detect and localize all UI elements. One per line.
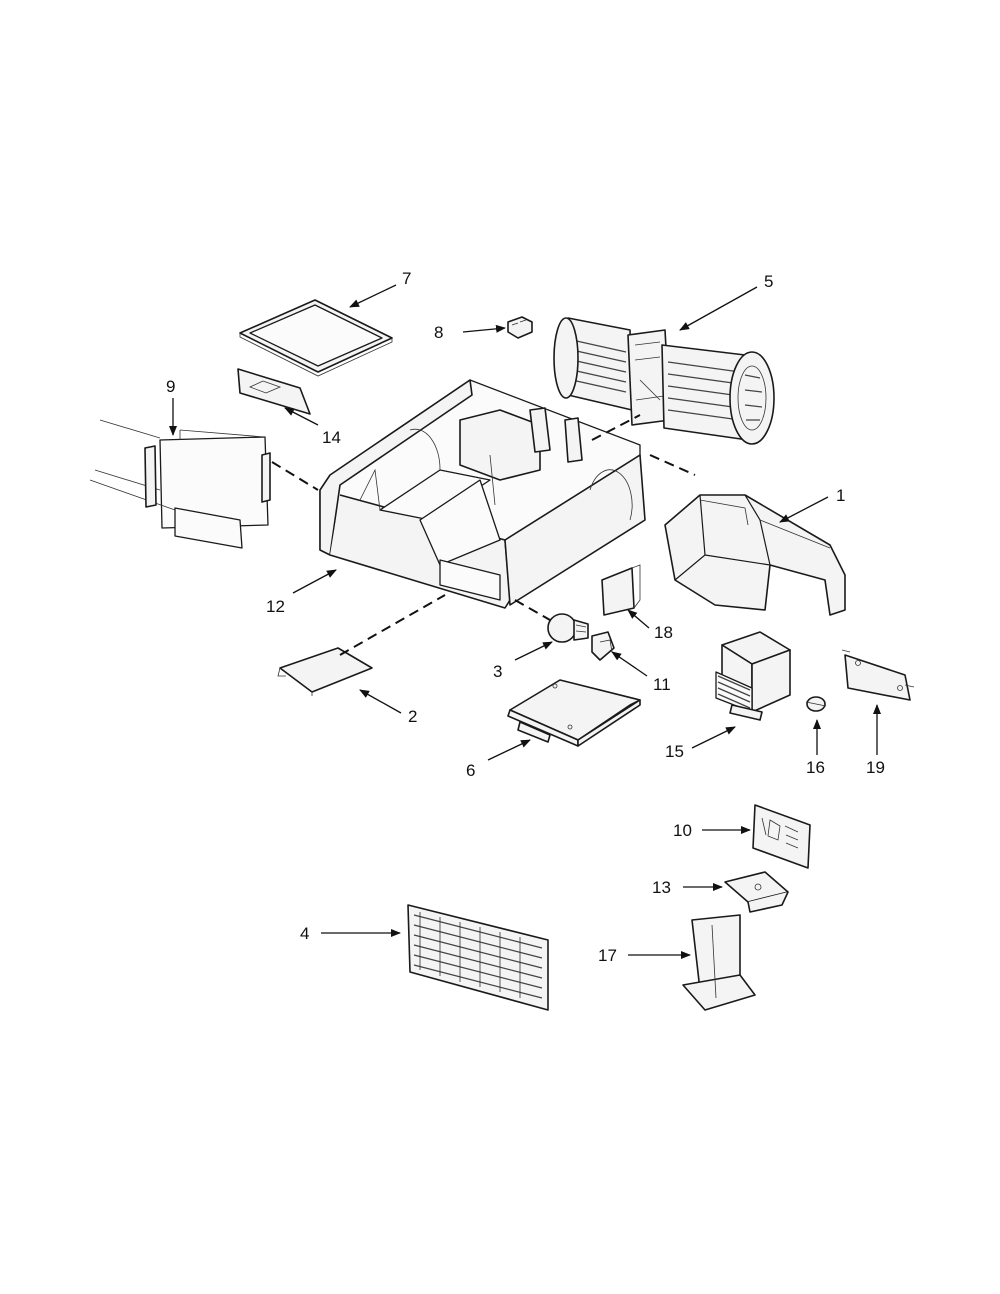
part-11-socket — [591, 631, 615, 661]
callout-12: 12 — [266, 597, 285, 616]
callout-3: 3 — [493, 662, 502, 681]
callout-15: 15 — [665, 742, 684, 761]
part-10-label-card — [752, 804, 811, 869]
part-18-bracket — [601, 564, 641, 616]
callout-9: 9 — [166, 377, 175, 396]
part-13-bracket — [724, 871, 789, 913]
callout-7: 7 — [402, 269, 411, 288]
callout-labels: 7 5 8 9 14 1 12 18 3 11 2 6 15 16 19 10 … — [166, 269, 885, 965]
part-9-side-bracket — [89, 419, 271, 549]
part-3-lamp — [547, 613, 589, 643]
part-1-duct — [664, 494, 846, 616]
callout-11: 11 — [653, 675, 671, 694]
callout-5: 5 — [764, 272, 773, 291]
callout-4: 4 — [300, 924, 309, 943]
part-7-filter-frame — [239, 299, 393, 377]
part-6-base-cover — [507, 679, 641, 747]
callout-6: 6 — [466, 761, 475, 780]
part-14-plate — [237, 368, 311, 415]
part-17-air-guide — [682, 914, 756, 1011]
part-16-thermal-switch — [805, 696, 827, 712]
part-12-chassis — [319, 379, 646, 609]
part-5-blower — [553, 317, 775, 445]
callout-2: 2 — [408, 707, 417, 726]
part-4-grille — [407, 904, 549, 1011]
part-8-connector — [507, 316, 533, 339]
callout-18: 18 — [654, 623, 673, 642]
callout-16: 16 — [806, 758, 825, 777]
callout-14: 14 — [322, 428, 341, 447]
leader-arrows — [169, 284, 881, 959]
callout-10: 10 — [673, 821, 692, 840]
callout-17: 17 — [598, 946, 617, 965]
callout-8: 8 — [434, 323, 443, 342]
part-2-plate — [277, 647, 373, 696]
part-19-mounting-plate — [841, 649, 915, 701]
callout-1: 1 — [836, 486, 845, 505]
callout-19: 19 — [866, 758, 885, 777]
assembly-lines — [271, 414, 696, 656]
part-15-transformer — [715, 631, 791, 721]
callout-13: 13 — [652, 878, 671, 897]
